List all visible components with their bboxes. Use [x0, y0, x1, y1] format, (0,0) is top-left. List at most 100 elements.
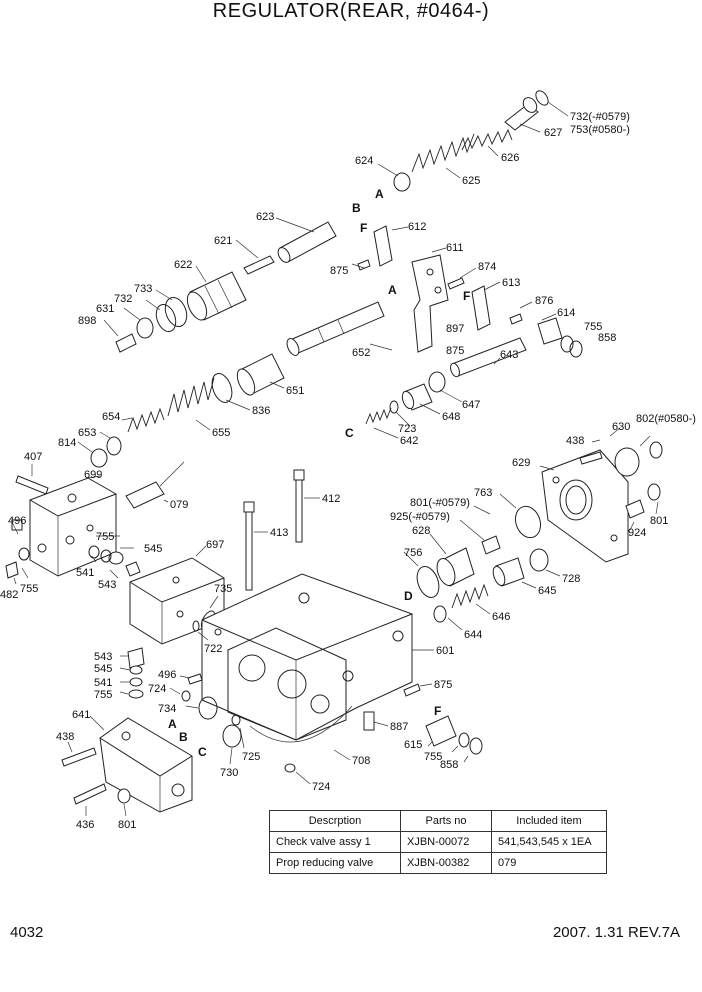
part-label: 874: [478, 261, 496, 273]
revision-date: 2007. 1.31 REV.7A: [552, 924, 680, 941]
part-653-seat: [106, 436, 122, 456]
part-label: 482: [0, 589, 18, 601]
part-label: 543: [98, 579, 116, 591]
part-label: 763: [474, 487, 492, 499]
part-733-o-ring: [164, 296, 188, 328]
page-title: REGULATOR(REAR, #0464-): [212, 0, 490, 22]
part-label: 697: [206, 539, 224, 551]
part-label: 079: [170, 499, 188, 511]
part-label: 652: [352, 347, 370, 359]
part-545-valve-b: [129, 665, 143, 675]
part-730-o-ring: [222, 724, 242, 748]
part-644-seat: [433, 605, 447, 623]
part-641-cover: [99, 717, 193, 813]
letter-callout: F: [463, 289, 470, 303]
part-label: 858: [598, 332, 616, 344]
part-label: 699: [84, 469, 102, 481]
letter-callout: F: [434, 704, 441, 718]
part-541-ring-b: [129, 677, 143, 687]
letter-callout: A: [388, 283, 397, 297]
part-601-body: [201, 573, 413, 741]
part-724-o-ring-b: [284, 763, 296, 773]
part-label: 730: [220, 767, 238, 779]
part-label: 723: [398, 423, 416, 435]
part-label: 801: [650, 515, 668, 527]
part-836-snap-ring: [211, 373, 233, 403]
part-647-seat: [428, 371, 446, 393]
table-cell: 541,543,545 x 1EA: [491, 831, 607, 853]
letter-callout: B: [179, 730, 188, 744]
part-label: 622: [174, 259, 192, 271]
part-875-pin-a: [357, 259, 371, 271]
part-label: 724: [312, 781, 330, 793]
part-413-bolt: [243, 501, 255, 591]
part-label: 801(-#0579): [410, 497, 470, 509]
part-631-ring: [136, 317, 154, 339]
part-876-pin: [509, 313, 523, 325]
letter-callout: C: [345, 426, 354, 440]
part-615-plug: [425, 715, 457, 747]
part-612-link: [373, 225, 393, 267]
part-label: 753(#0580-): [570, 124, 630, 136]
part-label: 642: [400, 435, 418, 447]
part-label: 755: [96, 531, 114, 543]
part-482-plug: [5, 561, 19, 579]
part-438-bolt-b: [61, 747, 97, 767]
part-734-o-ring: [198, 696, 218, 720]
part-label: 887: [390, 721, 408, 733]
part-875-pin-b: [403, 683, 421, 697]
part-label: 626: [501, 152, 519, 164]
part-label: 733: [134, 283, 152, 295]
part-623-spool: [277, 221, 337, 263]
part-496-plug-b: [187, 673, 203, 685]
part-label: 625: [462, 175, 480, 187]
part-755-o-ring-c: [18, 547, 30, 561]
part-652-spool: [286, 301, 385, 356]
part-858-ring-a: [569, 340, 583, 358]
part-label: 541: [76, 567, 94, 579]
part-label: 655: [212, 427, 230, 439]
part-label: 858: [440, 759, 458, 771]
part-630-seal: [614, 447, 640, 477]
part-545-valve: [108, 551, 124, 565]
table-header-cell: Descrption: [269, 810, 401, 832]
part-label: 876: [535, 295, 553, 307]
part-label: 545: [94, 663, 112, 675]
part-label: 496: [158, 669, 176, 681]
part-label: 897: [446, 323, 464, 335]
part-label: 646: [492, 611, 510, 623]
table-row: Check valve assy 1 XJBN-00072 541,543,54…: [269, 831, 607, 853]
part-label: 802(#0580-): [636, 413, 696, 425]
part-814-ring: [90, 448, 108, 468]
part-629-cover: [541, 449, 629, 563]
part-label: 755: [584, 321, 602, 333]
part-label: 651: [286, 385, 304, 397]
part-651-sleeve: [236, 353, 285, 396]
part-887-pin: [363, 711, 375, 731]
part-label: 643: [500, 349, 518, 361]
part-label: 412: [322, 493, 340, 505]
part-labels: 732(-#0579) 753(#0580-) 627 626 624 625 …: [0, 111, 696, 831]
part-label: 756: [404, 547, 422, 559]
part-732-o-ring: [155, 303, 177, 333]
part-label: 612: [408, 221, 426, 233]
part-label: 801: [118, 819, 136, 831]
part-label: 621: [214, 235, 232, 247]
part-613-link: [471, 285, 491, 331]
part-543-plug-b: [127, 647, 145, 669]
part-654-spring: [127, 407, 165, 433]
letter-callout: F: [360, 221, 367, 235]
part-label: 545: [144, 543, 162, 555]
part-699-block: [29, 477, 117, 577]
part-label: 645: [538, 585, 556, 597]
part-label: 627: [544, 127, 562, 139]
part-label: 496: [8, 515, 26, 527]
part-label: 623: [256, 211, 274, 223]
part-438-bolt-a: [579, 451, 603, 465]
part-722-o-ring: [192, 620, 200, 632]
part-802-plug: [649, 441, 663, 459]
part-614-plug: [537, 317, 563, 345]
part-label: 407: [24, 451, 42, 463]
part-label: 644: [464, 629, 482, 641]
